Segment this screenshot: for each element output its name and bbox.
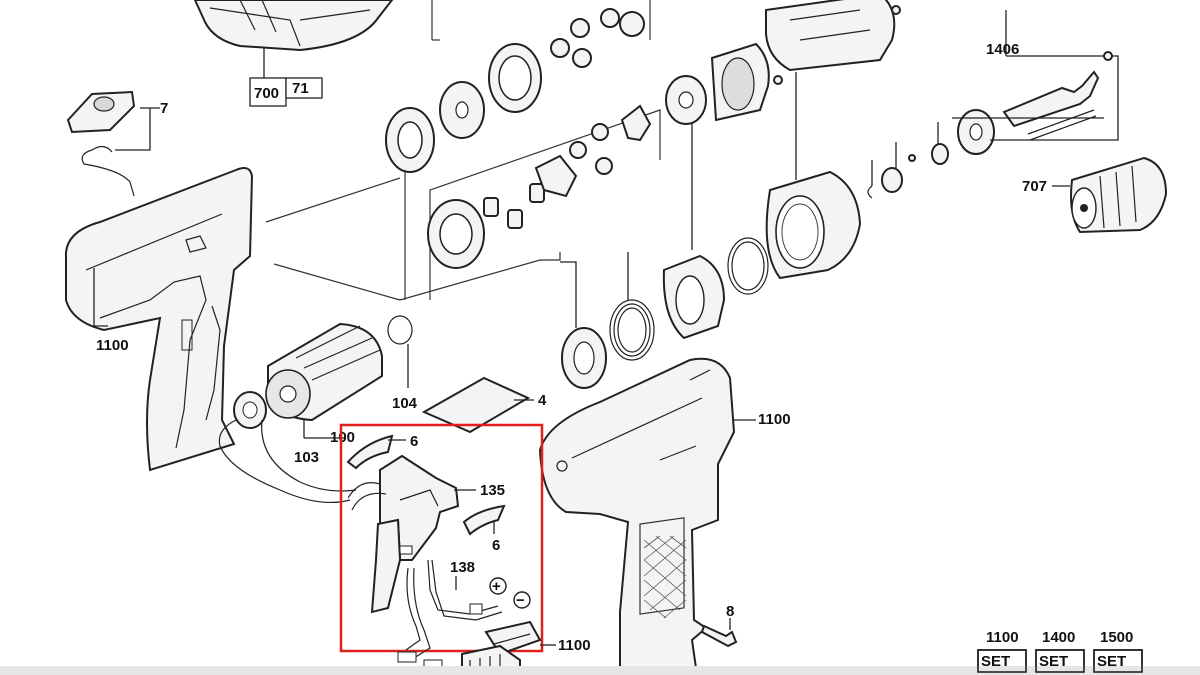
plus-terminal — [489, 577, 507, 595]
latch-button — [66, 90, 136, 134]
label-103: 103 — [294, 449, 319, 466]
set-1100-number: 1100 — [986, 629, 1019, 646]
housing-left-half — [64, 167, 254, 472]
label-minus: − — [516, 592, 525, 609]
switch-highlight-box — [339, 423, 544, 653]
set-1400-label: SET — [1039, 653, 1068, 670]
label-104: 104 — [392, 395, 418, 412]
clutch-components — [665, 0, 901, 250]
label-1100-bottom: 1100 — [558, 637, 591, 654]
label-138: 138 — [450, 559, 475, 576]
minus-terminal — [513, 591, 531, 609]
keyless-chuck — [1070, 156, 1168, 234]
label-4: 4 — [538, 392, 547, 409]
label-1100-left: 1100 — [96, 337, 129, 354]
label-8: 8 — [726, 603, 734, 620]
set-1400-number: 1400 — [1042, 629, 1075, 646]
housing-right-half — [538, 357, 736, 675]
label-100: 100 — [330, 429, 355, 446]
set-1500-number: 1500 — [1100, 629, 1133, 646]
label-71: 71 — [292, 80, 309, 97]
bottom-strip — [0, 666, 1200, 675]
label-135: 135 — [480, 482, 505, 499]
label-1100-right: 1100 — [758, 411, 791, 428]
battery-pack — [193, 0, 394, 52]
label-1406: 1406 — [986, 41, 1019, 58]
leader-7 — [115, 107, 160, 151]
label-6-bottom: 6 — [492, 537, 500, 554]
torque-collar — [727, 170, 862, 295]
label-plus: + — [492, 578, 501, 595]
motor — [218, 315, 413, 504]
set-1100-label: SET — [981, 653, 1010, 670]
gearbox-assembly — [265, 0, 661, 301]
label-7: 7 — [160, 100, 168, 117]
spring-clip — [81, 145, 135, 197]
set-1500-label: SET — [1097, 653, 1126, 670]
clutch-spring-set — [560, 252, 726, 389]
label-707: 707 — [1022, 178, 1047, 195]
label-6-top: 6 — [410, 433, 418, 450]
spindle-assembly — [867, 10, 1119, 199]
screw — [700, 624, 738, 648]
label-700: 700 — [254, 85, 279, 102]
switch-assembly — [346, 434, 542, 659]
leader-1100-left — [93, 268, 108, 327]
box-71 — [285, 77, 323, 99]
